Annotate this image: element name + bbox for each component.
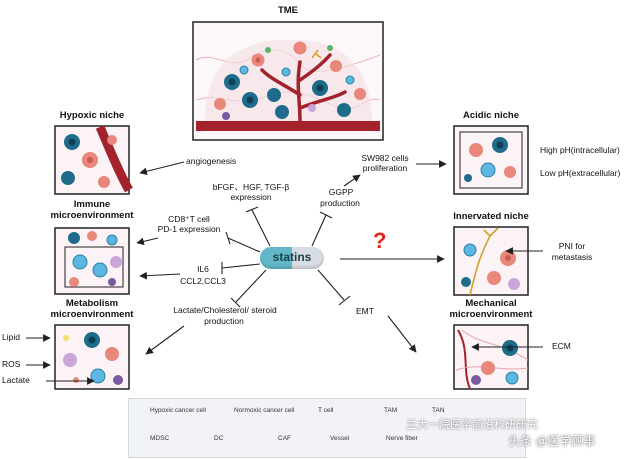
hypoxic-niche-title: Hypoxic niche <box>59 110 125 121</box>
hypoxic-niche-art <box>54 125 133 195</box>
metabolism-title-line1: Metabolism <box>65 298 119 309</box>
pni-label-line2: metastasis <box>551 252 593 262</box>
legend-label-tcell: T cell <box>318 407 334 414</box>
immune-panel-art <box>54 227 130 295</box>
acidic-panel-art <box>453 125 529 195</box>
emt-label: EMT <box>356 306 374 316</box>
legend-label-nerve-fiber: Nerve fiber <box>386 435 418 442</box>
ggpp-label-line2: production <box>320 198 360 208</box>
angiogenesis-label: angiogenesis <box>186 156 237 166</box>
lactate-label: Lactate <box>2 375 30 385</box>
legend-label-tan: TAN <box>432 407 445 414</box>
metabolism-panel-art <box>54 324 130 390</box>
legend-label-hypoxic: Hypoxic cancer cell <box>150 407 206 414</box>
cd8-label-line1: CD8⁺T cell <box>168 214 210 224</box>
tme-panel-art <box>192 21 384 141</box>
bfgf-label-line2: expression <box>230 192 272 202</box>
immune-title-line2: microenvironment <box>50 210 134 221</box>
statins-label: statins <box>272 250 312 264</box>
lactate-effect-line1: Lactate/Cholesterol/ steroid <box>173 305 277 315</box>
cd8-label-line2: PD-1 expression <box>157 224 221 234</box>
mechanical-title-line2: microenvironment <box>449 309 533 320</box>
legend-label-vessel: Vessel <box>330 435 350 442</box>
sw982-label-line1: SW982 cells <box>361 153 409 163</box>
immune-title-line1: Immune <box>73 199 111 210</box>
low-ph-label: Low pH(extracellular) <box>540 168 621 178</box>
legend-label-caf: CAF <box>278 435 291 442</box>
lipid-label: Lipid <box>2 332 20 342</box>
legend-label-tam: TAM <box>384 407 398 414</box>
mechanical-title-line1: Mechanical <box>465 298 517 309</box>
sw982-label-line2: proliferation <box>362 163 408 173</box>
question-mark: ? <box>373 228 387 253</box>
tme-title: TME <box>277 5 299 16</box>
acidic-niche-title: Acidic niche <box>463 110 519 121</box>
statins-capsule: statins <box>260 247 324 269</box>
pathway-arrows <box>26 160 543 385</box>
watermark-line2: 头条 @医学顾事 <box>508 434 596 448</box>
metabolism-title-line2: microenvironment <box>50 309 134 320</box>
il6-label-line1: IL6 <box>197 264 209 274</box>
ggpp-label-line1: GGPP <box>328 187 354 197</box>
il6-label-line2: CCL2,CCL3 <box>180 276 226 286</box>
ros-label: ROS <box>2 359 21 369</box>
innervated-niche-title: Innervated niche <box>453 211 529 222</box>
legend-label-mdsc: MDSC <box>150 435 170 442</box>
ecm-label: ECM <box>552 341 571 351</box>
high-ph-label: High pH(intracellular) <box>540 145 620 155</box>
innervated-panel-art <box>453 226 529 296</box>
legend-label-dc: DC <box>214 435 224 442</box>
pni-label-line1: PNI for <box>558 241 586 251</box>
bfgf-label-line1: bFGF、HGF, TGF-β <box>212 182 290 192</box>
watermark-line1: 兰大一院医学前沿科研研究 <box>406 419 538 431</box>
lactate-effect-line2: production <box>204 316 244 326</box>
legend-label-normoxic: Normoxic cancer cell <box>234 407 295 414</box>
legend-box <box>128 398 526 458</box>
mechanical-panel-art <box>453 324 529 390</box>
